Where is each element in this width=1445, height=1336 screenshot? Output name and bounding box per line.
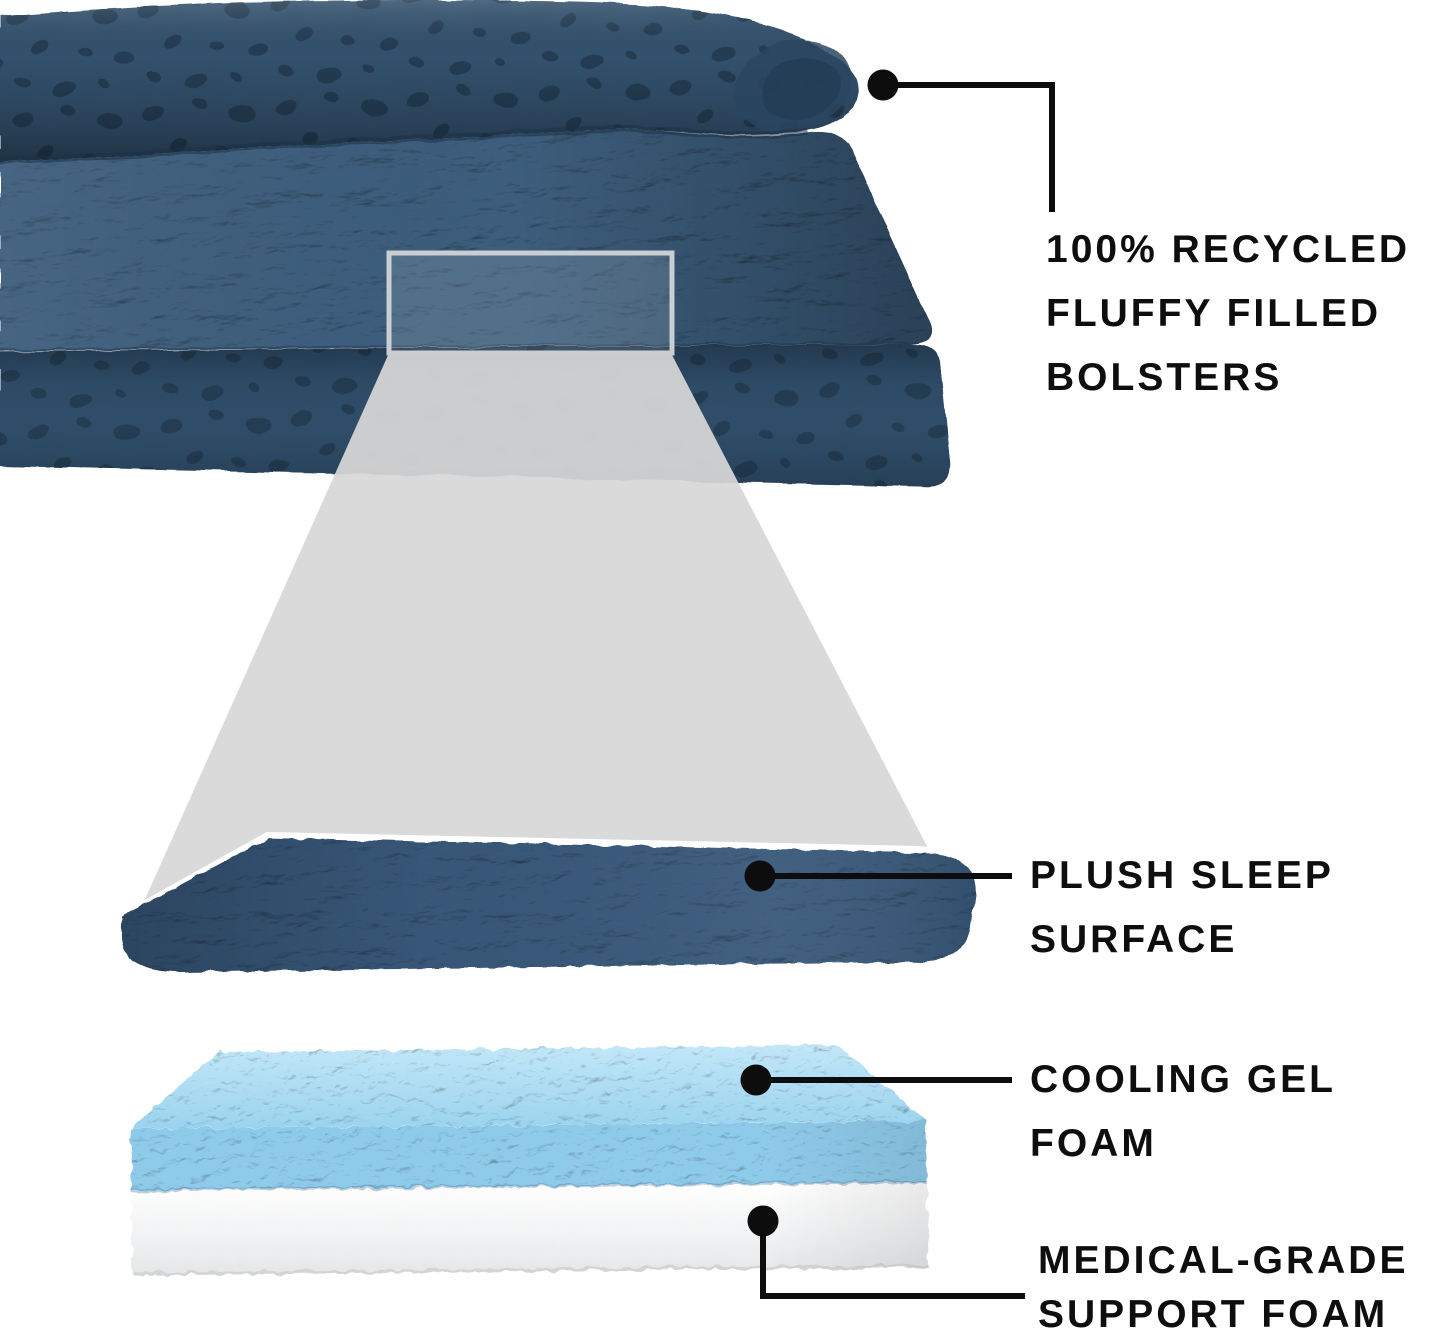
plush-sleep-layer <box>120 838 977 973</box>
callout-connectors <box>756 82 1055 1299</box>
callout-text-line: 100% RECYCLED <box>1046 228 1411 271</box>
callout-dot-plush-surface <box>744 860 776 892</box>
bed-bolster-end-crease <box>761 58 841 120</box>
callout-label-cooling-gel: COOLING GEL FOAM <box>1030 1048 1336 1176</box>
pet-bed-illustration <box>0 0 951 487</box>
callout-text-line: SUPPORT FOAM <box>1038 1293 1389 1336</box>
callout-dot-bolsters <box>867 69 899 101</box>
callout-dots <box>740 69 899 1237</box>
connector-support-foam <box>760 1221 1025 1299</box>
connector-bolsters <box>883 82 1055 212</box>
callout-text-line: PLUSH SLEEP <box>1030 854 1334 897</box>
callout-text-line: FOAM <box>1030 1122 1157 1165</box>
zoom-highlight-rect <box>386 250 675 356</box>
callout-text-line: BOLSTERS <box>1046 356 1283 399</box>
magnifier-beam <box>142 353 930 906</box>
callout-dot-cooling-gel <box>740 1064 772 1096</box>
callout-label-support-foam: MEDICAL-GRADE SUPPORT FOAM <box>1038 1234 1408 1336</box>
foam-base <box>130 1045 929 1276</box>
bed-bolster-seam <box>0 124 809 165</box>
plush-layer-shade <box>120 838 977 973</box>
bed-top-surface-shade <box>0 128 933 351</box>
callout-label-bolsters: 100% RECYCLED FLUFFY FILLED BOLSTERS <box>1046 218 1410 410</box>
bed-front-seam <box>0 342 912 353</box>
callout-dot-support-foam <box>747 1205 779 1237</box>
gel-foam-top-face <box>130 1045 926 1129</box>
callout-text-line: FLUFFY FILLED <box>1046 292 1382 335</box>
bed-bolster-shade <box>0 0 859 162</box>
callout-label-plush-surface: PLUSH SLEEP SURFACE <box>1030 844 1334 972</box>
callout-text-line: SURFACE <box>1030 918 1238 961</box>
foam-right-shade <box>130 1121 928 1274</box>
callout-text-line: MEDICAL-GRADE <box>1038 1239 1409 1282</box>
callout-text-line: COOLING GEL <box>1030 1058 1336 1101</box>
